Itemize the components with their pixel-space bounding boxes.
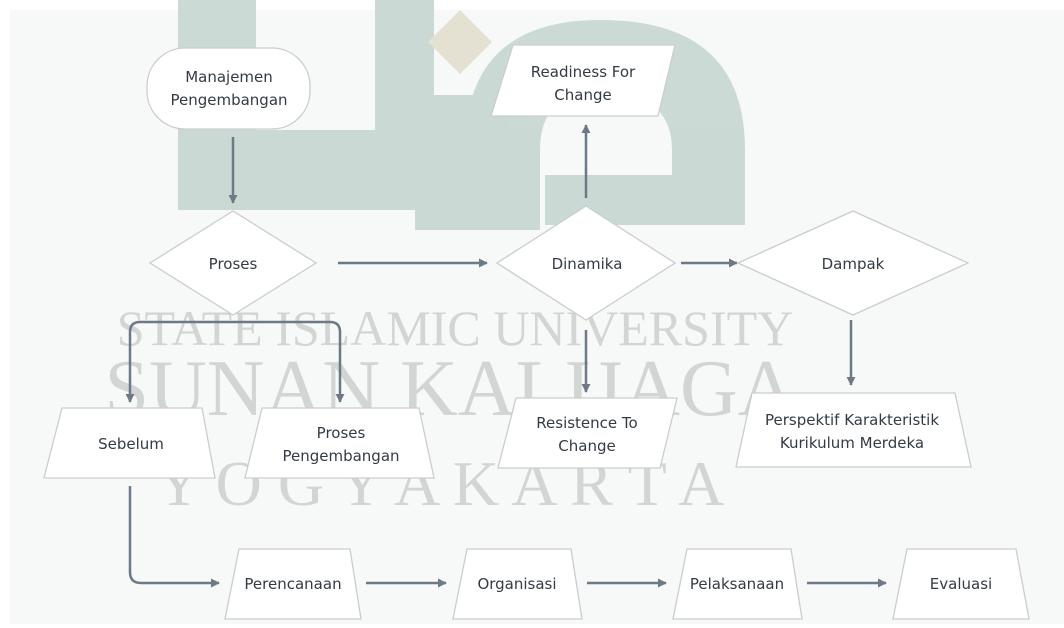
node-sebelum (43, 407, 216, 479)
watermark-text: STATE ISLAMIC UNIVERSITY SUNAN KALIJAGA … (104, 300, 795, 519)
label-proses: Proses (209, 255, 258, 273)
node-dinamika (495, 205, 677, 321)
arrow-proses-to-proses-pengembangan (233, 320, 345, 403)
node-pelaksanaan (672, 548, 803, 620)
label-organisasi: Organisasi (477, 575, 556, 593)
node-manajemen-pengembangan (146, 47, 311, 130)
node-proses-pengembangan (244, 407, 435, 479)
node-proses (148, 210, 318, 316)
node-perspektif-karakteristik (735, 392, 972, 468)
arrow-sebelum-to-perencanaan (128, 486, 220, 588)
label-sebelum: Sebelum (98, 435, 164, 453)
arrow-proses-to-sebelum (125, 320, 233, 403)
label-pelaksanaan: Pelaksanaan (690, 575, 784, 593)
node-organisasi (452, 548, 583, 620)
node-perencanaan (224, 548, 362, 620)
node-evaluasi (892, 548, 1030, 620)
connectors (125, 124, 887, 588)
label-evaluasi: Evaluasi (930, 575, 992, 593)
node-resistence-to-change (497, 397, 678, 469)
node-dampak (736, 210, 970, 316)
nodes (43, 44, 1030, 620)
label-dampak: Dampak (822, 255, 885, 273)
label-dinamika: Dinamika (552, 255, 623, 273)
node-readiness-for-change (490, 44, 676, 117)
watermark-line-2: SUNAN KALIJAGA (104, 345, 795, 433)
label-perencanaan: Perencanaan (244, 575, 341, 593)
